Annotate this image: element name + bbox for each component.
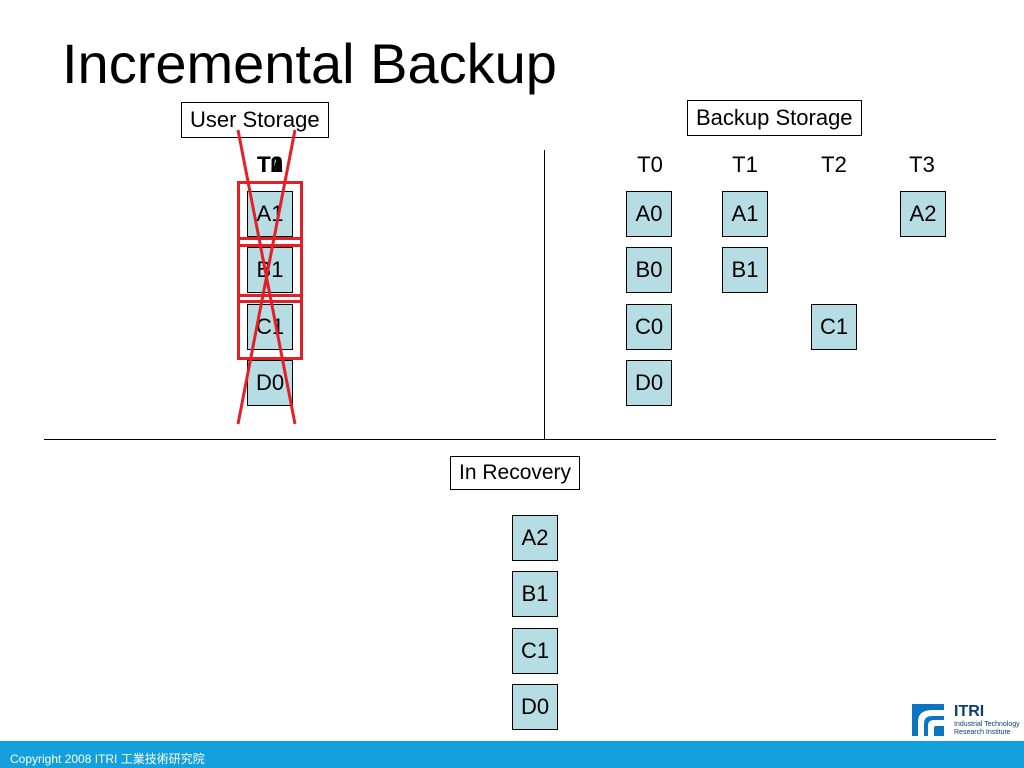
backup-time-header: T0	[637, 152, 663, 177]
backup-block-t1-b: B1	[722, 247, 768, 293]
user-block-d: D0	[247, 360, 293, 406]
user-time-label: T3	[257, 152, 283, 177]
itri-logo-icon	[912, 704, 944, 736]
user-time-label: T0	[257, 152, 283, 177]
backup-block-t3-a: A2	[900, 191, 946, 237]
user-time-label: T1	[257, 152, 283, 177]
backup-time-header: T2	[821, 152, 847, 177]
itri-logo-name: ITRI	[954, 703, 985, 720]
footer-bar	[0, 741, 1024, 768]
in-recovery-label: In Recovery	[450, 456, 581, 490]
storage-divider	[544, 150, 545, 440]
copyright-text: Copyright 2008 ITRI 工業技術研究院	[10, 752, 205, 766]
user-block-c: C1	[247, 304, 293, 350]
backup-time-header: T3	[909, 152, 935, 177]
itri-logo-subtitle: Industrial Technology Research Institute	[954, 721, 1020, 737]
itri-logo-subtitle-line: Industrial Technology	[954, 721, 1020, 728]
cross-stroke	[236, 129, 297, 425]
user-block-b: B1	[247, 247, 293, 293]
recovery-block-b: B1	[512, 571, 558, 617]
recovery-block-d: D0	[512, 684, 558, 730]
backup-block-t0-a: A0	[626, 191, 672, 237]
itri-logo-subtitle-line: Research Institute	[954, 729, 1011, 736]
backup-time-header: T1	[732, 152, 758, 177]
backup-block-t0-d: D0	[626, 360, 672, 406]
slide-title: Incremental Backup	[62, 32, 557, 95]
user-storage-label: User Storage	[181, 102, 329, 138]
backup-storage-label: Backup Storage	[687, 100, 862, 136]
backup-block-t0-c: C0	[626, 304, 672, 350]
recovery-block-c: C1	[512, 628, 558, 674]
recovery-divider	[44, 439, 996, 440]
backup-block-t1-a: A1	[722, 191, 768, 237]
recovery-block-a: A2	[512, 515, 558, 561]
user-time-label: T2	[257, 152, 283, 177]
backup-block-t2-c: C1	[811, 304, 857, 350]
backup-block-t0-b: B0	[626, 247, 672, 293]
itri-logo-glyph	[918, 710, 944, 736]
changed-block-highlight	[237, 181, 303, 247]
